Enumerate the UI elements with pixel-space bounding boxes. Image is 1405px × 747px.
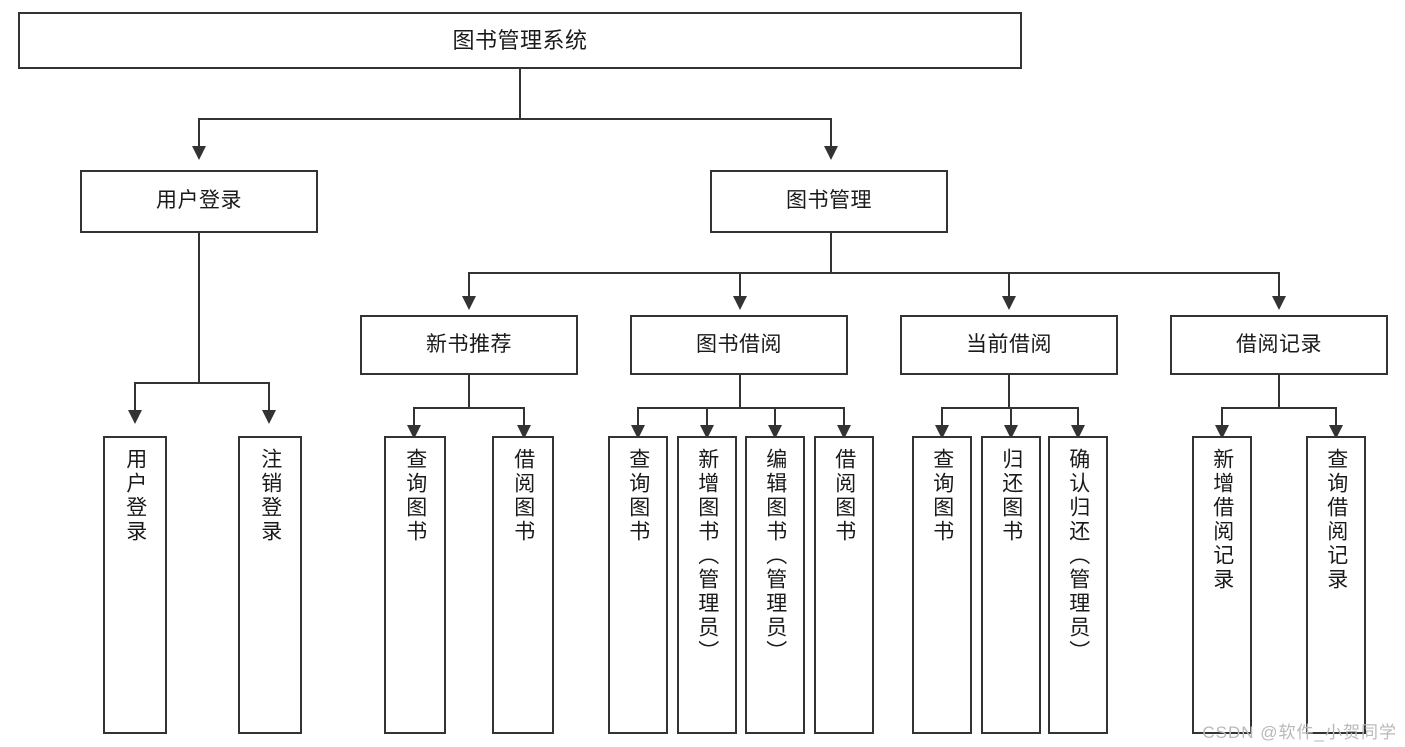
connector-to-book-management (830, 118, 832, 148)
node-label: 确认归还（管理员） (1066, 448, 1090, 664)
connector-current-borrow-drop-2 (1010, 407, 1012, 429)
connector-new-books-drop-1 (413, 407, 415, 429)
connector-book-borrow-drop-1 (637, 407, 639, 429)
connector-borrow-records-bus (1221, 407, 1337, 409)
arrowhead-to-user-login (192, 146, 206, 160)
node-label: 查询图书 (930, 448, 954, 544)
node-borrow-records[interactable]: 借阅记录 (1170, 315, 1388, 375)
node-book-borrow[interactable]: 图书借阅 (630, 315, 848, 375)
connector-new-books-drop-2 (523, 407, 525, 429)
leaf-query-books-new[interactable]: 查询图书 (384, 436, 446, 734)
connector-book-borrow-drop-2 (706, 407, 708, 429)
connector-book-borrow-stem (739, 375, 741, 408)
connector-user-login-bus (134, 382, 270, 384)
connector-to-borrow-records (1278, 272, 1280, 298)
connector-book-management-stem (830, 233, 832, 273)
leaf-add-borrow-record[interactable]: 新增借阅记录 (1192, 436, 1252, 734)
connector-to-current-borrow (1008, 272, 1010, 298)
leaf-user-login[interactable]: 用户登录 (103, 436, 167, 734)
node-label: 图书管理 (786, 189, 872, 213)
node-label: 用户登录 (123, 448, 147, 544)
leaf-borrow-books-new[interactable]: 借阅图书 (492, 436, 554, 734)
node-label: 借阅记录 (1236, 332, 1322, 356)
node-label: 用户登录 (156, 189, 242, 213)
arrowhead-to-current-borrow (1002, 296, 1016, 310)
connector-to-book-borrow (739, 272, 741, 298)
leaf-add-book-admin[interactable]: 新增图书（管理员） (677, 436, 737, 734)
leaf-confirm-return-admin[interactable]: 确认归还（管理员） (1048, 436, 1108, 734)
node-label: 借阅图书 (511, 448, 535, 544)
arrowhead-to-book-management (824, 146, 838, 160)
connector-borrow-records-stem (1278, 375, 1280, 408)
connector-root-stem (519, 69, 521, 119)
connector-to-new-books (468, 272, 470, 298)
arrowhead-leaf-query-record (1329, 425, 1343, 439)
node-label: 新书推荐 (426, 332, 512, 356)
arrowhead-leaf-logout (262, 410, 276, 424)
leaf-return-book[interactable]: 归还图书 (981, 436, 1041, 734)
arrowhead-leaf-add-book (700, 425, 714, 439)
node-label: 新增借阅记录 (1210, 448, 1234, 592)
leaf-edit-book-admin[interactable]: 编辑图书（管理员） (745, 436, 805, 734)
node-user-login[interactable]: 用户登录 (80, 170, 318, 233)
arrowhead-to-borrow-records (1272, 296, 1286, 310)
connector-current-borrow-stem (1008, 375, 1010, 408)
leaf-query-borrow-record[interactable]: 查询借阅记录 (1306, 436, 1366, 734)
node-label: 注销登录 (258, 448, 282, 544)
arrowhead-leaf-query-books-c (935, 425, 949, 439)
node-label: 查询借阅记录 (1324, 448, 1348, 592)
connector-new-books-stem (468, 375, 470, 408)
arrowhead-leaf-return-book (1004, 425, 1018, 439)
connector-current-borrow-drop-3 (1077, 407, 1079, 429)
arrowhead-leaf-borrow-books-a (517, 425, 531, 439)
connector-new-books-bus (413, 407, 525, 409)
arrowhead-leaf-query-books-b (631, 425, 645, 439)
connector-current-borrow-drop-1 (941, 407, 943, 429)
arrowhead-leaf-add-record (1215, 425, 1229, 439)
node-label: 编辑图书（管理员） (763, 448, 787, 664)
node-label: 图书管理系统 (452, 27, 588, 53)
connector-to-user-login (198, 118, 200, 148)
connector-level3-bus (468, 272, 1280, 274)
connector-user-login-drop-1 (134, 382, 136, 412)
arrowhead-to-new-books (462, 296, 476, 310)
node-label: 借阅图书 (832, 448, 856, 544)
leaf-query-books-current[interactable]: 查询图书 (912, 436, 972, 734)
node-label: 查询图书 (403, 448, 427, 544)
node-label: 查询图书 (626, 448, 650, 544)
node-label: 当前借阅 (966, 332, 1052, 356)
node-root[interactable]: 图书管理系统 (18, 12, 1022, 69)
node-book-management[interactable]: 图书管理 (710, 170, 948, 233)
arrowhead-leaf-query-books-a (407, 425, 421, 439)
leaf-query-books-borrow[interactable]: 查询图书 (608, 436, 668, 734)
leaf-borrow-books-borrow[interactable]: 借阅图书 (814, 436, 874, 734)
arrowhead-leaf-confirm-return (1071, 425, 1085, 439)
leaf-logout[interactable]: 注销登录 (238, 436, 302, 734)
node-current-borrow[interactable]: 当前借阅 (900, 315, 1118, 375)
connector-book-borrow-drop-4 (843, 407, 845, 429)
node-label: 图书借阅 (696, 332, 782, 356)
connector-user-login-stem (198, 233, 200, 383)
connector-borrow-records-drop-2 (1335, 407, 1337, 429)
connector-book-borrow-drop-3 (774, 407, 776, 429)
connector-book-borrow-bus (637, 407, 845, 409)
node-label: 归还图书 (999, 448, 1023, 544)
connector-user-login-drop-2 (268, 382, 270, 412)
arrowhead-leaf-borrow-books-b (837, 425, 851, 439)
arrowhead-to-book-borrow (733, 296, 747, 310)
arrowhead-leaf-edit-book (768, 425, 782, 439)
arrowhead-leaf-user-login (128, 410, 142, 424)
node-label: 新增图书（管理员） (695, 448, 719, 664)
node-new-book-recommend[interactable]: 新书推荐 (360, 315, 578, 375)
connector-level2-bus (198, 118, 832, 120)
connector-borrow-records-drop-1 (1221, 407, 1223, 429)
